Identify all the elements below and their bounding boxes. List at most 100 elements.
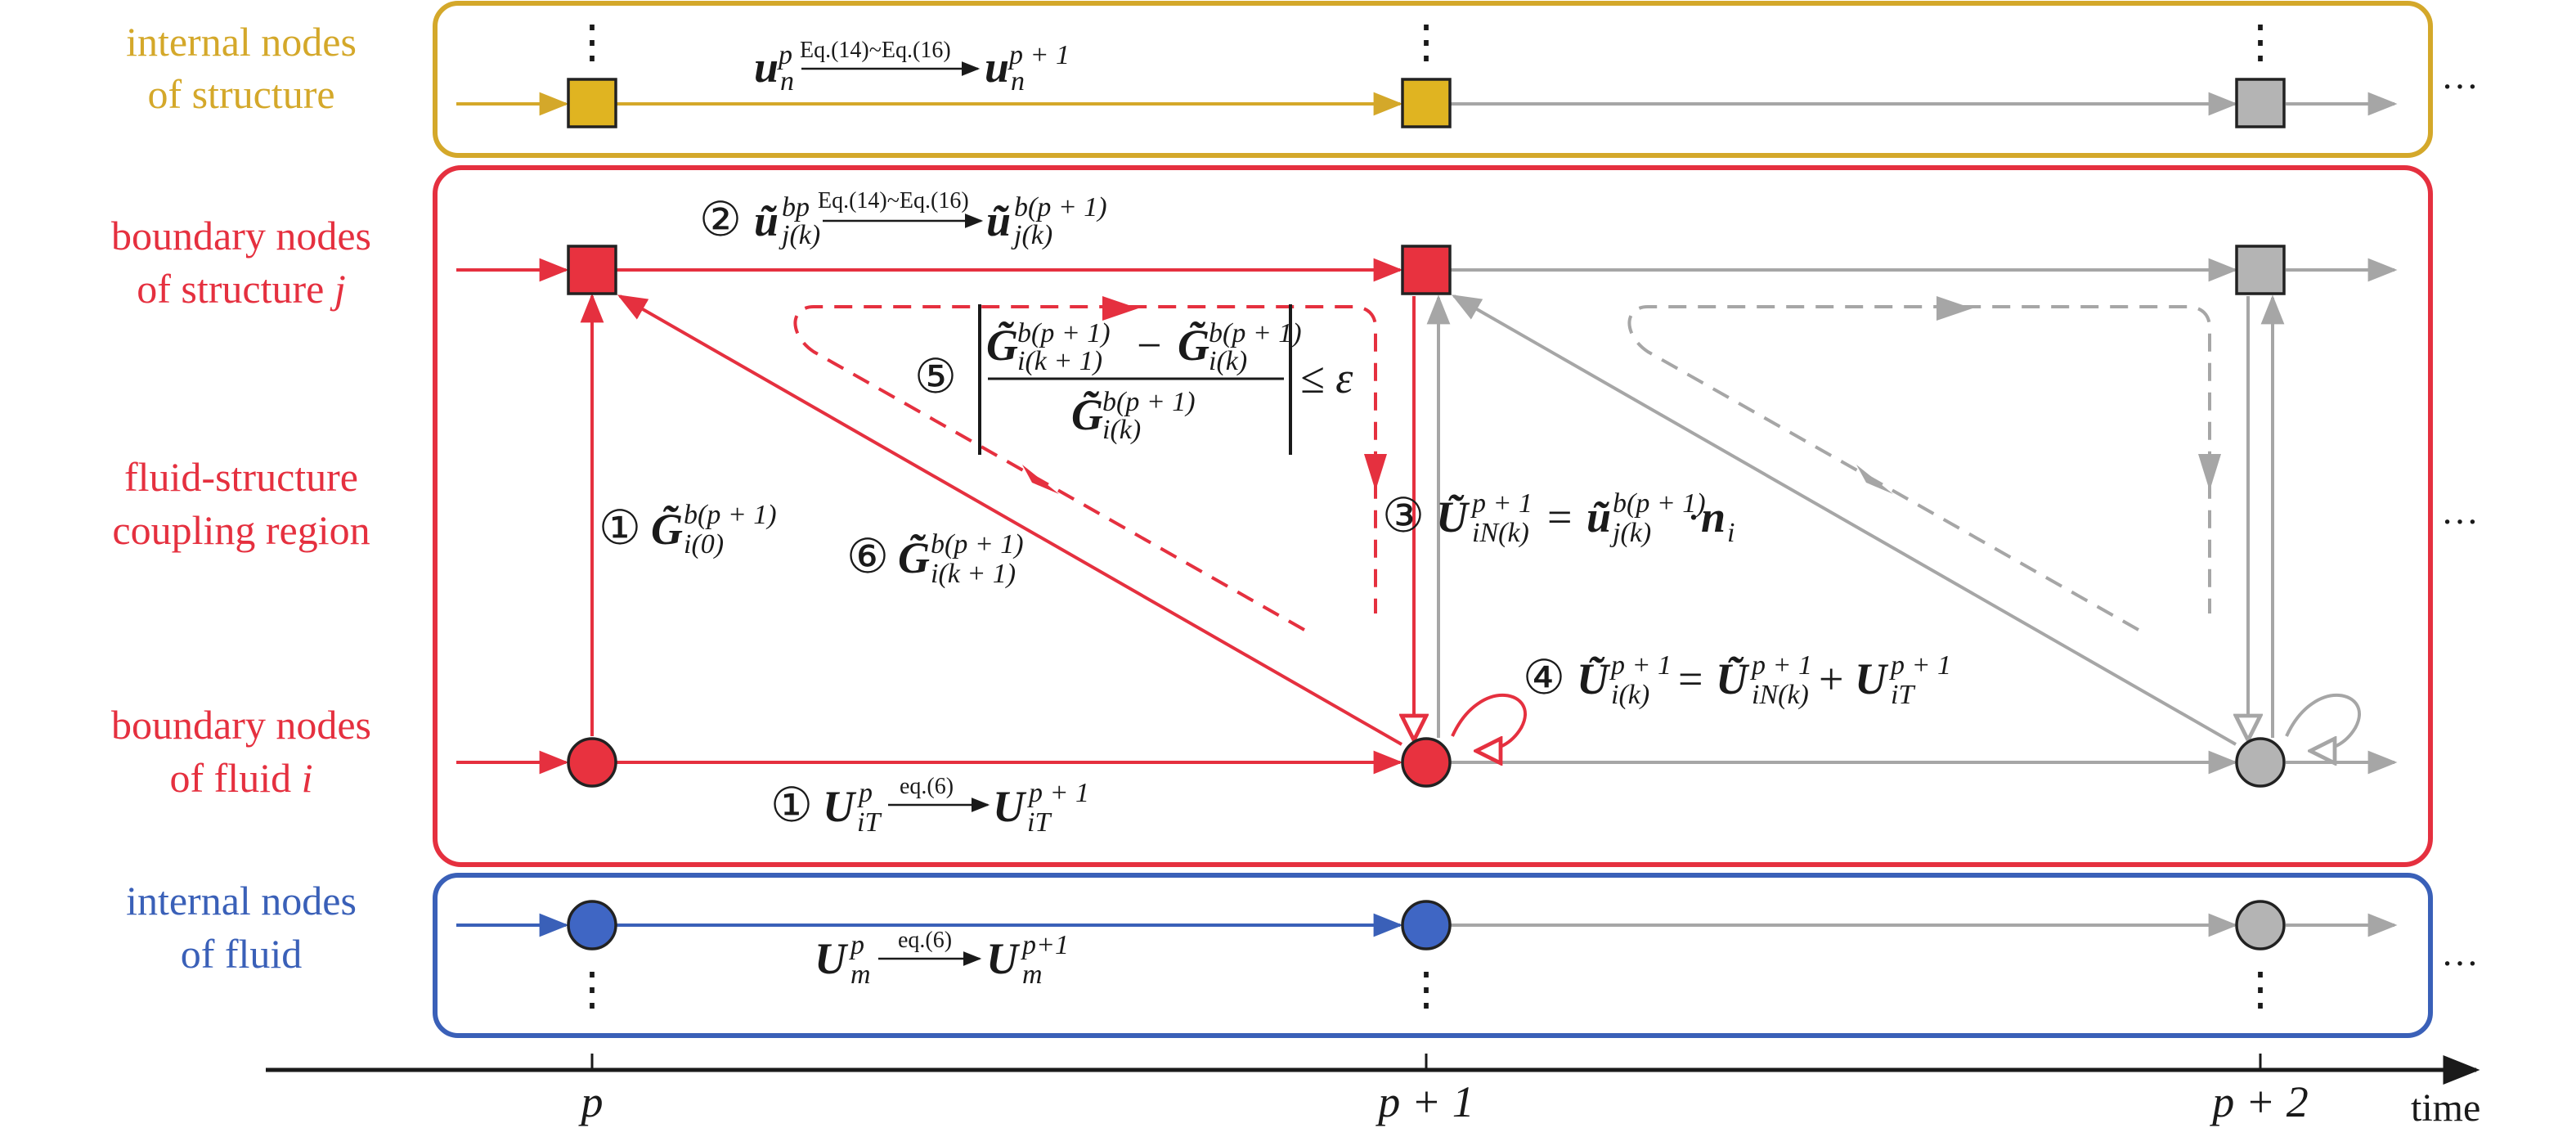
svg-text:p + 1: p + 1 — [1008, 40, 1070, 70]
svg-text:=: = — [1678, 654, 1703, 703]
step5-convergence-criterion: ⑤ G̃ b(p + 1) i(k + 1) − G̃ b(p + 1) i(k… — [914, 304, 1353, 455]
struct-internal-equation: u p n Eq.(14)~Eq.(16) u p + 1 n — [754, 38, 1070, 97]
svg-text:ũ: ũ — [986, 196, 1011, 245]
fluid-boundary-node-p1 — [1401, 737, 1452, 788]
svg-text:≤ ε: ≤ ε — [1300, 353, 1353, 402]
svg-text:U: U — [986, 934, 1021, 983]
svg-text:i(k + 1): i(k + 1) — [931, 559, 1016, 589]
svg-text:j(k): j(k) — [1609, 518, 1651, 548]
svg-text:Eq.(14)~Eq.(16): Eq.(14)~Eq.(16) — [818, 188, 969, 213]
grey-loop-arrowhead-right — [2198, 454, 2221, 491]
step5-dashed-loop — [793, 305, 1377, 631]
fluid-internal-node-p — [567, 900, 617, 950]
row-label-coupling: fluid-structure — [124, 454, 358, 500]
svg-text:n: n — [1701, 492, 1726, 542]
fluid-boundary-node-p — [567, 737, 617, 788]
svg-text:iN(k): iN(k) — [1472, 518, 1529, 548]
ellipsis-coupling: … — [2441, 490, 2479, 532]
svg-text:Eq.(14)~Eq.(16): Eq.(14)~Eq.(16) — [800, 38, 951, 63]
grey-loop-arrowhead-top — [1936, 296, 1972, 321]
svg-text:eq.(6): eq.(6) — [900, 774, 954, 799]
svg-text:b(p + 1): b(p + 1) — [1209, 318, 1302, 348]
vdots-fluid-p: ⋮ — [569, 964, 615, 1015]
svg-text:j(k): j(k) — [779, 220, 820, 250]
row-label-coupling-2: coupling region — [112, 507, 370, 553]
svg-text:U: U — [823, 782, 857, 831]
svg-text:bp: bp — [782, 192, 810, 222]
struct-internal-node-p1 — [1401, 78, 1452, 128]
svg-text:①: ① — [599, 501, 641, 555]
row-label-structure-boundary-2: of structure j — [137, 266, 345, 312]
svg-text:p+1: p+1 — [1021, 930, 1069, 960]
svg-text:G̃: G̃ — [1178, 321, 1209, 370]
svg-text:G̃: G̃ — [986, 321, 1018, 370]
svg-text:u: u — [754, 43, 779, 92]
struct-boundary-node-p — [567, 245, 617, 295]
row-label-fluid-internal-2: of fluid — [181, 931, 303, 977]
vdots-struct-p: ⋮ — [569, 17, 615, 68]
svg-text:④: ④ — [1523, 651, 1565, 704]
grey-self-loop — [2285, 693, 2361, 751]
svg-text:G̃: G̃ — [651, 505, 683, 554]
svg-text:Ũ: Ũ — [1436, 492, 1470, 542]
svg-text:ũ: ũ — [754, 196, 779, 245]
svg-text:iT: iT — [857, 807, 882, 838]
ellipsis-struct-internal: … — [2441, 55, 2479, 97]
svg-text:b(p + 1): b(p + 1) — [1613, 488, 1706, 519]
step4-equation: ④ Ũ p + 1 i(k) = Ũ p + 1 iN(k) + U p + 1… — [1523, 650, 1951, 710]
step6-equation: ⑥ G̃ b(p + 1) i(k + 1) — [846, 529, 1024, 589]
svg-text:Ũ: Ũ — [1716, 654, 1750, 703]
row-label-structure-boundary: boundary nodes — [111, 213, 371, 258]
row-label-structure-internal: internal nodes — [126, 19, 357, 65]
svg-text:j(k): j(k) — [1011, 220, 1052, 250]
step5-loop-arrowhead-diag — [1022, 465, 1059, 494]
svg-text:G̃: G̃ — [1071, 390, 1103, 439]
step5-loop-arrowhead-right — [1364, 454, 1387, 491]
svg-text:p + 1: p + 1 — [1027, 778, 1089, 808]
svg-text:n: n — [780, 66, 794, 97]
svg-text:⑤: ⑤ — [914, 350, 957, 403]
step3-equation: ③ Ũ p + 1 iN(k) = ũ b(p + 1) j(k) · n i — [1382, 488, 1735, 548]
vdots-fluid-p2: ⋮ — [2237, 964, 2283, 1015]
vdots-fluid-p1: ⋮ — [1403, 964, 1449, 1015]
fluid-boundary-node-p2 — [2235, 737, 2286, 788]
step2-equation: ② ũ bp j(k) Eq.(14)~Eq.(16) ũ b(p + 1) j… — [699, 188, 1107, 250]
svg-text:b(p + 1): b(p + 1) — [684, 500, 777, 530]
svg-text:b(p + 1): b(p + 1) — [1017, 318, 1111, 348]
svg-text:m: m — [1022, 959, 1043, 990]
svg-text:p: p — [777, 40, 792, 70]
struct-boundary-node-p2 — [2235, 245, 2286, 295]
svg-text:G̃: G̃ — [898, 533, 930, 582]
structure-internal-box — [433, 1, 2433, 158]
svg-text:p + 1: p + 1 — [1750, 650, 1812, 681]
step1-coupling-equation: ① G̃ b(p + 1) i(0) — [599, 500, 777, 560]
svg-text:iT: iT — [1891, 680, 1915, 710]
svg-text:n: n — [1011, 66, 1025, 97]
svg-text:p + 1: p + 1 — [1470, 488, 1533, 519]
svg-text:U: U — [993, 782, 1027, 831]
svg-text:③: ③ — [1382, 489, 1425, 542]
fluid-internal-equation: U p m eq.(6) U p+1 m — [815, 928, 1069, 990]
svg-text:·: · — [1686, 492, 1701, 542]
svg-text:eq.(6): eq.(6) — [898, 928, 952, 953]
grey-loop-arrowhead-diag — [1856, 465, 1893, 494]
svg-text:i(k + 1): i(k + 1) — [1017, 346, 1102, 376]
svg-text:i(k): i(k) — [1209, 346, 1247, 376]
vdots-struct-p2: ⋮ — [2237, 17, 2283, 68]
tick-label-p2: p + 2 — [2209, 1077, 2308, 1126]
time-axis-label: time — [2411, 1086, 2480, 1128]
svg-text:b(p + 1): b(p + 1) — [931, 529, 1024, 560]
svg-text:u: u — [985, 43, 1009, 92]
svg-text:b(p + 1): b(p + 1) — [1014, 192, 1107, 222]
grey-dashed-loop — [1627, 305, 2211, 631]
svg-text:⑥: ⑥ — [846, 530, 889, 583]
row-label-fluid-boundary-2: of fluid i — [170, 755, 313, 801]
svg-text:iN(k): iN(k) — [1752, 680, 1809, 710]
svg-text:=: = — [1547, 492, 1572, 542]
fluid-internal-box — [433, 873, 2433, 1038]
svg-text:i(0): i(0) — [684, 529, 724, 560]
fluid-internal-node-p1 — [1401, 900, 1452, 950]
row-label-fluid-internal: internal nodes — [126, 878, 357, 924]
svg-text:U: U — [815, 934, 849, 983]
